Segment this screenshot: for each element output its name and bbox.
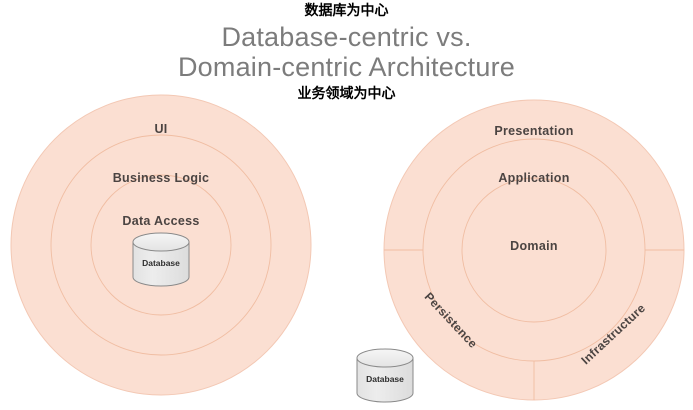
cylinder-label: Database (366, 374, 404, 384)
ring-label-ui: UI (154, 122, 167, 136)
cylinder-body (132, 241, 190, 287)
ring-label-presentation: Presentation (494, 124, 573, 138)
ring-domain (461, 177, 607, 323)
annotation-database-centric: 数据库为中心 (304, 3, 389, 19)
page-title-line-1: Database-centric vs. (221, 22, 472, 52)
ring-label-domain: Domain (510, 239, 558, 253)
database-cylinder-center: Database (132, 232, 190, 287)
ring-label-data-access: Data Access (122, 214, 199, 228)
annotation-domain-centric: 业务领域为中心 (297, 86, 396, 102)
cylinder-label: Database (142, 258, 180, 268)
diagram-database-centric: UI Business Logic Data Access Database (10, 94, 312, 396)
ring-label-business-logic: Business Logic (113, 171, 210, 185)
cylinder-body (356, 357, 414, 403)
cylinder-top (356, 348, 414, 368)
page-title-line-2: Domain-centric Architecture (177, 52, 516, 82)
database-cylinder-external: Database (356, 348, 414, 403)
ring-label-application: Application (498, 171, 569, 185)
diagram-domain-centric: Presentation Application Domain Persiste… (383, 99, 685, 401)
cylinder-top (132, 232, 190, 252)
